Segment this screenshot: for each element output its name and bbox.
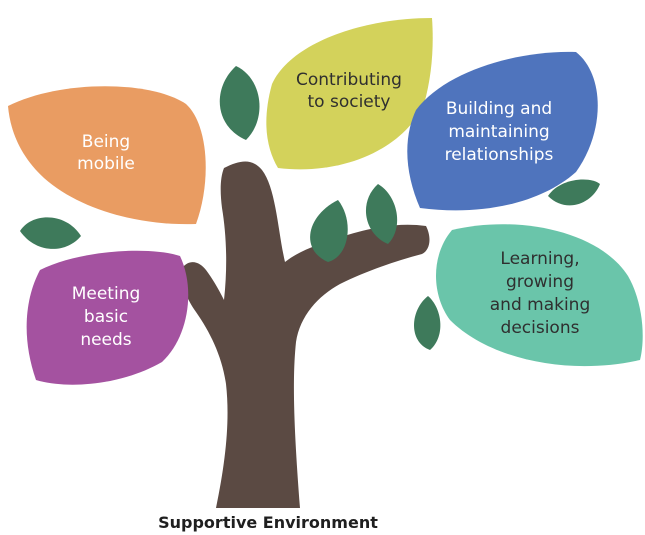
- label-line: to society: [308, 92, 391, 112]
- label-line: mobile: [77, 154, 135, 174]
- label-line: maintaining: [448, 122, 549, 142]
- tree-trunk: [181, 161, 430, 508]
- label-relationships: Building and maintaining relationships: [445, 99, 554, 165]
- small-leaf-6: [414, 296, 441, 350]
- leaf-being-mobile: [8, 86, 206, 225]
- small-leaf-3: [310, 200, 348, 262]
- label-line: needs: [80, 330, 131, 350]
- label-line: Meeting: [72, 284, 141, 304]
- label-line: Learning,: [500, 249, 579, 269]
- label-line: Contributing: [296, 70, 402, 90]
- label-line: and making: [490, 295, 591, 315]
- label-line: Building and: [446, 99, 552, 119]
- label-basic-needs: Meeting basic needs: [72, 284, 141, 350]
- label-line: basic: [84, 307, 128, 327]
- leaf-contributing: [266, 18, 433, 170]
- label-line: decisions: [501, 318, 580, 338]
- label-line: Being: [82, 132, 130, 152]
- label-contributing: Contributing to society: [296, 70, 402, 112]
- label-learning: Learning, growing and making decisions: [490, 249, 591, 338]
- small-leaf-5: [548, 179, 600, 206]
- diagram-caption: Supportive Environment: [158, 513, 378, 532]
- leaf-basic-needs: [26, 250, 189, 385]
- label-line: relationships: [445, 145, 554, 165]
- leaf-relationships: [407, 51, 598, 211]
- leaf-learning: [436, 224, 643, 367]
- small-leaf-2: [219, 66, 260, 140]
- label-being-mobile: Being mobile: [77, 132, 135, 174]
- small-leaf-1: [20, 217, 81, 249]
- small-leaf-4: [365, 184, 398, 244]
- label-line: growing: [506, 272, 574, 292]
